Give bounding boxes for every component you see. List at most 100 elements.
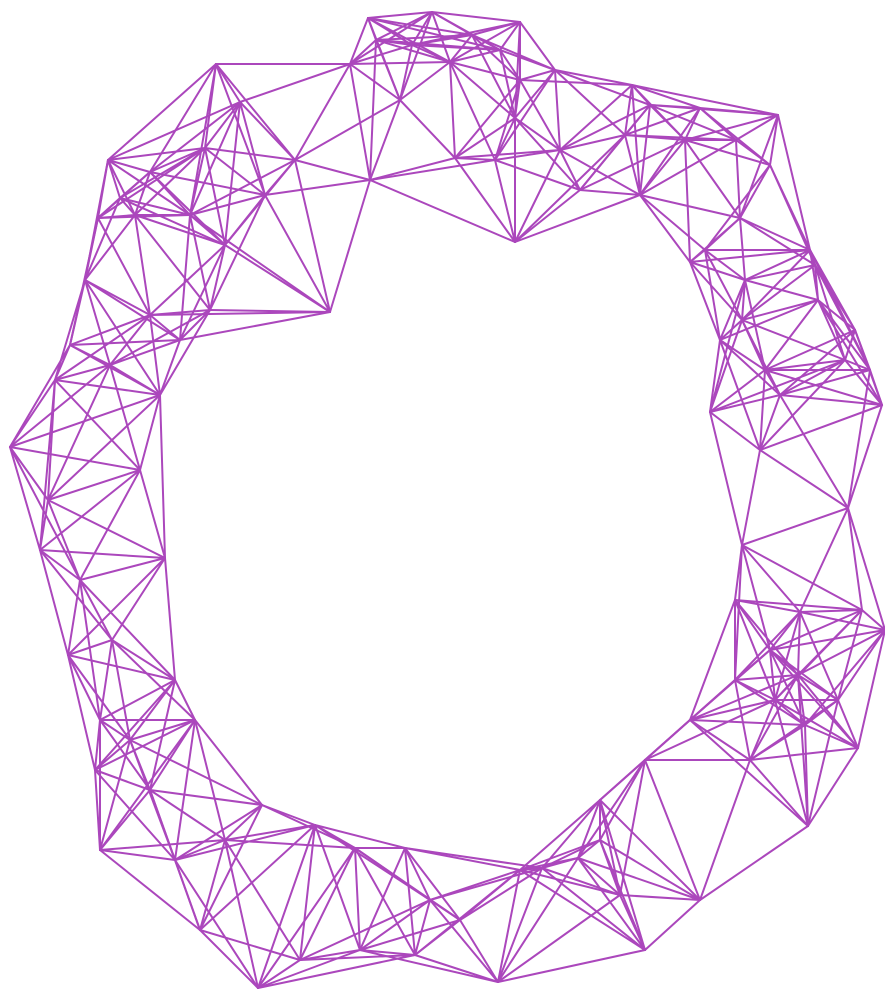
graph-edge bbox=[350, 18, 368, 64]
graph-edge bbox=[455, 80, 520, 158]
graph-edge bbox=[40, 550, 112, 640]
graph-edge bbox=[10, 447, 48, 500]
graph-edge bbox=[710, 340, 720, 412]
graph-edge bbox=[210, 245, 225, 310]
graph-edge bbox=[735, 600, 862, 610]
graph-edge bbox=[650, 105, 685, 140]
graph-edge bbox=[450, 62, 455, 158]
graph-edge bbox=[778, 115, 810, 250]
graph-edge bbox=[315, 825, 360, 950]
graph-edge bbox=[848, 370, 870, 508]
graph-edge bbox=[140, 470, 165, 558]
graph-edge bbox=[745, 280, 818, 300]
graph-edge bbox=[40, 380, 55, 550]
graph-edge bbox=[555, 70, 625, 135]
graph-edge bbox=[108, 64, 216, 160]
graph-edge bbox=[370, 100, 400, 180]
graph-edge bbox=[632, 85, 778, 115]
graph-edge bbox=[800, 612, 885, 630]
graph-edge bbox=[85, 160, 108, 280]
graph-edge bbox=[460, 920, 498, 982]
graph-edge bbox=[645, 760, 700, 900]
graph-edge bbox=[165, 558, 175, 680]
graph-edge bbox=[330, 180, 370, 312]
graph-edge bbox=[808, 748, 858, 826]
graph-edge bbox=[240, 64, 350, 102]
graph-edge bbox=[770, 115, 778, 165]
graph-edge bbox=[190, 160, 295, 215]
graph-edge bbox=[10, 380, 55, 447]
graph-edges bbox=[10, 12, 885, 988]
graph-edge bbox=[160, 395, 165, 558]
graph-edge bbox=[100, 720, 130, 740]
graph-edge bbox=[68, 558, 165, 655]
graph-edge bbox=[515, 135, 625, 242]
graph-edge bbox=[542, 800, 600, 868]
graph-edge bbox=[140, 395, 160, 470]
graph-edge bbox=[760, 360, 845, 450]
graph-edge bbox=[515, 118, 560, 150]
graph-edge bbox=[360, 950, 498, 982]
graph-edge bbox=[805, 630, 885, 725]
graph-edge bbox=[190, 215, 330, 312]
graph-edge bbox=[405, 848, 460, 920]
graph-edge bbox=[640, 140, 685, 195]
graph-edge bbox=[55, 380, 160, 395]
graph-edge bbox=[690, 720, 808, 826]
graph-edge bbox=[295, 100, 400, 160]
graph-edge bbox=[800, 508, 848, 612]
graph-edge bbox=[85, 198, 120, 280]
graph-edge bbox=[760, 405, 882, 450]
graph-edge bbox=[742, 545, 862, 610]
graph-edge bbox=[100, 680, 175, 720]
graph-edge bbox=[495, 70, 555, 160]
graph-edge bbox=[760, 450, 848, 508]
graph-edge bbox=[108, 160, 150, 172]
graph-edge bbox=[265, 180, 370, 195]
graph-edge bbox=[735, 680, 750, 760]
graph-edge bbox=[295, 160, 370, 180]
graph-edge bbox=[685, 140, 690, 262]
graph-edge bbox=[85, 280, 160, 395]
graph-edge bbox=[645, 900, 700, 950]
graph-edge bbox=[690, 600, 735, 720]
graph-edge bbox=[150, 102, 240, 172]
graph-edge bbox=[10, 345, 70, 447]
graph-edge bbox=[10, 447, 40, 550]
graph-edge bbox=[430, 900, 498, 982]
graph-edge bbox=[705, 250, 745, 280]
graph-edge bbox=[848, 508, 885, 630]
graph-edge bbox=[700, 826, 808, 900]
graph-edge bbox=[740, 115, 778, 218]
graph-edge bbox=[190, 148, 205, 215]
graph-edge bbox=[858, 630, 885, 748]
graph-edge bbox=[780, 395, 848, 508]
graph-edge bbox=[295, 64, 350, 160]
graph-edge bbox=[740, 218, 810, 250]
graph-edge bbox=[350, 62, 450, 64]
graph-edge bbox=[742, 450, 760, 545]
graph-edge bbox=[175, 860, 258, 988]
graph-edge bbox=[258, 848, 355, 988]
graph-edge bbox=[225, 840, 258, 988]
graph-edge bbox=[740, 165, 770, 218]
graph-edge bbox=[690, 262, 720, 340]
graph-edge bbox=[800, 610, 862, 612]
graph-edge bbox=[40, 550, 68, 655]
graph-edge bbox=[736, 115, 778, 140]
graph-edge bbox=[265, 195, 330, 312]
graph-edge bbox=[48, 365, 110, 500]
graph-edge bbox=[700, 760, 750, 900]
graph-edge bbox=[690, 720, 805, 725]
graph-edge bbox=[580, 140, 685, 190]
graph-edge bbox=[175, 680, 195, 720]
graph-edge bbox=[848, 508, 862, 610]
graph-edge bbox=[742, 508, 848, 545]
graph-edge bbox=[40, 550, 165, 558]
graph-edge bbox=[295, 160, 330, 312]
graph-edge bbox=[108, 160, 190, 215]
graph-edge bbox=[405, 848, 542, 868]
graph-edge bbox=[370, 40, 376, 180]
graph-edge bbox=[848, 405, 882, 508]
